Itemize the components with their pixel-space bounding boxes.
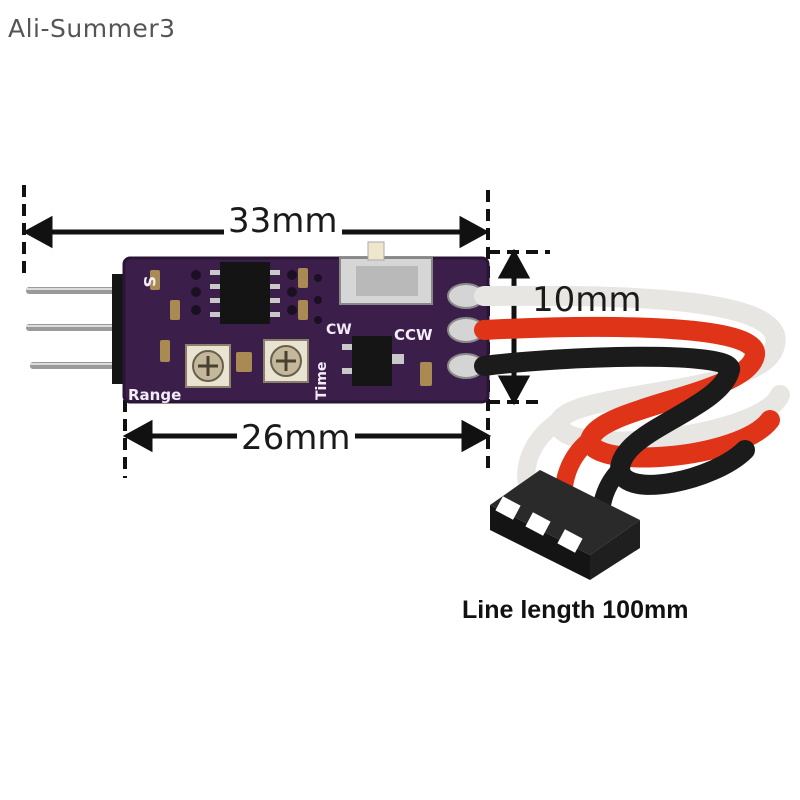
- pcb-label-signal: S: [140, 276, 159, 288]
- direction-slide-switch: [339, 241, 433, 305]
- pcb-label-time: Time: [314, 362, 330, 400]
- watermark-text: Ali-Summer3: [8, 14, 176, 43]
- dimension-height: 10mm: [532, 280, 642, 320]
- pcb-label-ccw: CCW: [394, 326, 433, 344]
- line-length-caption: Line length 100mm: [462, 596, 689, 624]
- servo-connector: [490, 470, 640, 580]
- pcb-label-cw: CW: [326, 322, 352, 338]
- range-trimmer: [185, 344, 231, 388]
- pcb-label-range: Range: [128, 386, 181, 404]
- dimension-board-length: 26mm: [237, 421, 355, 455]
- dimension-total-length: 33mm: [224, 204, 342, 238]
- time-trimmer: [263, 339, 309, 383]
- pcb-board: S Range Time CW CCW: [122, 241, 490, 404]
